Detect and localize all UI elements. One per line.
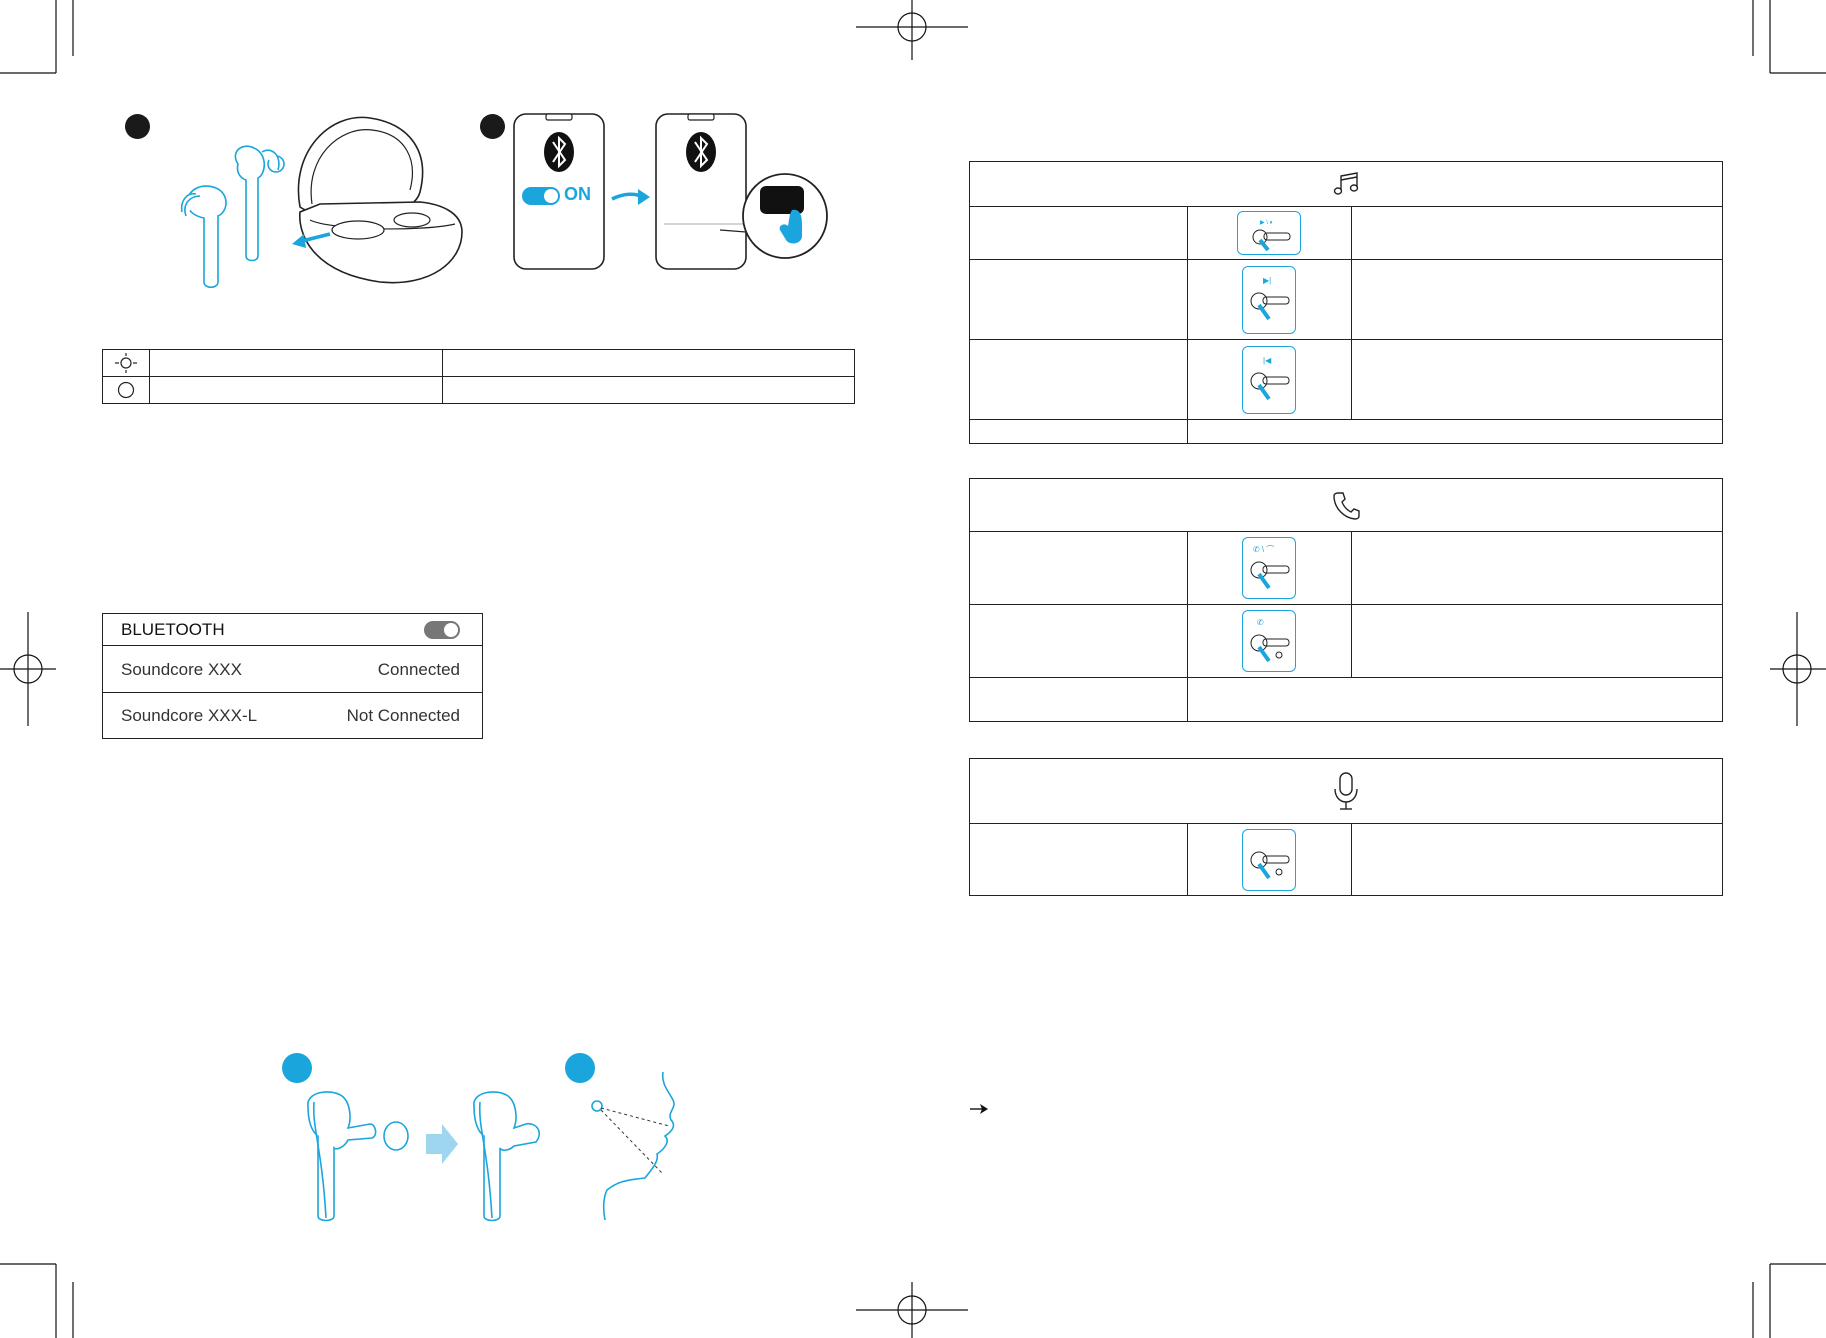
- svg-text:✆: ✆: [1257, 618, 1264, 627]
- action-cell: [970, 207, 1188, 259]
- double-tap-gesture-icon: ▶|: [1242, 265, 1296, 334]
- press-hold-gesture-icon: ✆: [1242, 610, 1296, 672]
- tap-gesture-icon: ▶ \ ⏸: [1237, 211, 1301, 255]
- gesture-cell: [1187, 824, 1352, 896]
- voice-assistant-table: [969, 758, 1723, 896]
- gesture-cell: ✆ \ ⌒: [1187, 532, 1352, 604]
- list-item[interactable]: Soundcore XXX Connected: [103, 647, 482, 693]
- step-badge-2: [480, 114, 505, 139]
- table-row: ▶ \ ⏸: [970, 207, 1722, 260]
- press-hold-gesture-icon: [1242, 829, 1296, 891]
- music-controls-table: ▶ \ ⏸ ▶| |◀: [969, 161, 1723, 444]
- action-cell: [970, 532, 1188, 604]
- table-row: [102, 376, 855, 404]
- table-row: [970, 420, 1722, 443]
- bluetooth-device-list: BLUETOOTH Soundcore XXX Connected Soundc…: [102, 613, 483, 739]
- earbuds-case-illustration: [180, 116, 463, 289]
- gesture-cell: ▶ \ ⏸: [1187, 207, 1352, 259]
- action-cell: [970, 678, 1188, 722]
- gesture-cell: ▶|: [1187, 260, 1352, 339]
- action-cell: [970, 420, 1188, 443]
- bluetooth-header-label: BLUETOOTH: [121, 619, 225, 639]
- music-note-icon: [1333, 172, 1359, 195]
- tap-gesture-icon: ✆ \ ⌒: [1242, 537, 1296, 599]
- gesture-cell: ✆: [1187, 605, 1352, 677]
- bluetooth-toggle[interactable]: [424, 620, 460, 639]
- device-name: Soundcore XXX-L: [121, 706, 258, 725]
- action-cell: [970, 340, 1188, 419]
- led-blinking-icon: [115, 353, 137, 373]
- bluetooth-on-label: ON: [564, 184, 591, 204]
- gesture-cell: |◀: [1187, 340, 1352, 419]
- svg-text:▶ \ ⏸: ▶ \ ⏸: [1260, 220, 1273, 226]
- led-pattern-cell: [149, 349, 443, 377]
- led-off-cell: [102, 376, 150, 404]
- mic-position-illustration: [591, 1071, 675, 1220]
- phone-bluetooth-on-illustration: [513, 113, 605, 270]
- led-pattern-cell: [149, 376, 443, 404]
- phone-select-device-illustration: [655, 113, 828, 270]
- microphone-icon: [1334, 772, 1358, 810]
- device-status: Not Connected: [346, 706, 460, 725]
- voice-assistant-header: [970, 759, 1722, 824]
- device-status: Connected: [377, 659, 460, 679]
- table-row: [970, 824, 1722, 896]
- svg-text:|◀: |◀: [1263, 356, 1272, 365]
- call-controls-table: ✆ \ ⌒ ✆: [969, 478, 1723, 722]
- step-badge-4: [565, 1053, 595, 1083]
- table-row: [102, 349, 855, 377]
- music-controls-header: [970, 162, 1722, 207]
- bluetooth-header: BLUETOOTH: [103, 614, 482, 646]
- call-controls-header: [970, 479, 1722, 532]
- ear-tip-change-illustration: [307, 1091, 541, 1222]
- led-indicator-table: [102, 349, 855, 404]
- svg-text:▶|: ▶|: [1263, 276, 1271, 285]
- double-tap-gesture-icon: |◀: [1242, 345, 1296, 414]
- table-row: ✆: [970, 605, 1722, 678]
- led-off-icon: [117, 381, 135, 399]
- action-cell: [970, 260, 1188, 339]
- table-row: [970, 678, 1722, 722]
- list-item[interactable]: Soundcore XXX-L Not Connected: [103, 694, 482, 738]
- led-blinking-cell: [102, 349, 150, 377]
- arrow-right-icon: [611, 189, 650, 205]
- led-description-cell: [442, 349, 855, 377]
- phone-icon: [1333, 492, 1360, 520]
- table-row: |◀: [970, 340, 1722, 420]
- svg-text:✆ \ ⌒: ✆ \ ⌒: [1253, 545, 1274, 554]
- action-cell: [970, 605, 1188, 677]
- arrow-right-icon: [970, 1104, 988, 1114]
- device-name: Soundcore XXX: [121, 659, 242, 679]
- action-cell: [970, 824, 1188, 896]
- table-row: ✆ \ ⌒: [970, 532, 1722, 605]
- led-description-cell: [442, 376, 855, 404]
- table-row: ▶|: [970, 260, 1722, 340]
- step-badge-1: [125, 114, 150, 139]
- step-badge-3: [282, 1053, 312, 1083]
